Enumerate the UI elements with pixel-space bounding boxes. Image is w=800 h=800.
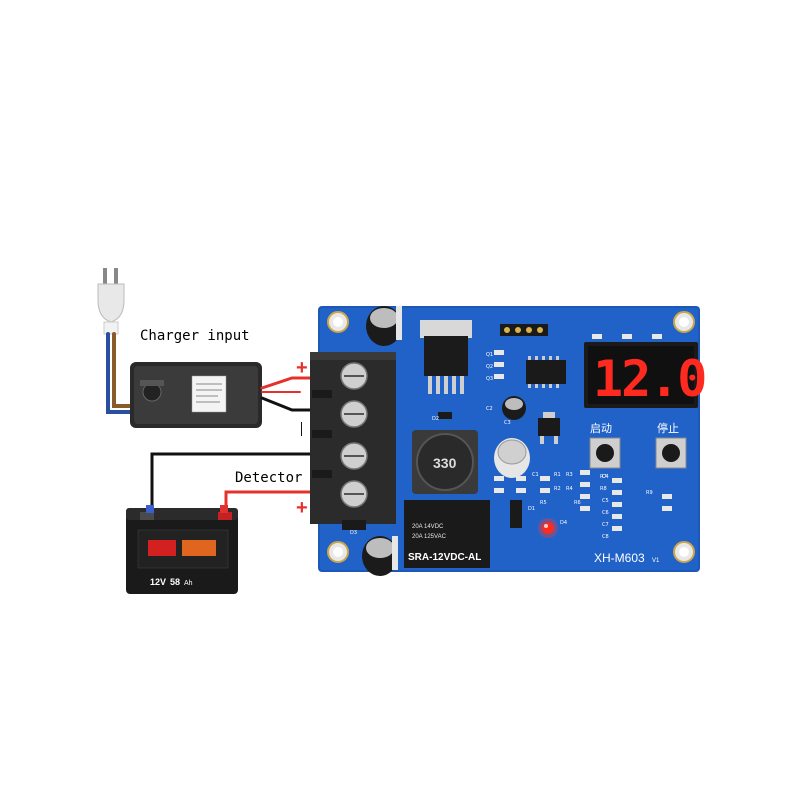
silkscreen-ref: D3 <box>350 530 357 536</box>
silkscreen-ref: R9 <box>646 490 653 496</box>
relay-model: SRA-12VDC-AL <box>408 552 481 563</box>
detector-label: Detector <box>235 470 302 486</box>
silkscreen-ref: R6 <box>574 500 581 506</box>
battery-capacity: 58 <box>170 577 180 587</box>
start-button[interactable] <box>589 437 621 469</box>
charger-input-label: Charger input <box>140 328 250 344</box>
silkscreen-ref: C1 <box>532 472 539 478</box>
stop-button-label: 停止 <box>657 421 679 435</box>
capacitor-medium <box>494 438 530 478</box>
microcontroller-chip <box>526 356 566 388</box>
silkscreen-ref: R1 <box>554 472 561 478</box>
battery: 12V 58 Ah <box>126 452 338 594</box>
header-pins <box>500 324 548 336</box>
plus-sign-top: + <box>296 357 308 379</box>
silkscreen-ref: D2 <box>432 416 439 422</box>
silkscreen-ref: D4 <box>560 520 567 526</box>
battery-voltage: 12V <box>150 577 166 587</box>
silkscreen-ref: Q1 <box>486 352 493 358</box>
silkscreen-ref: C6 <box>602 510 609 516</box>
power-plug <box>97 268 125 335</box>
minus-sign: — <box>295 422 311 436</box>
capacitor-small <box>502 396 526 420</box>
capacitor-top <box>366 306 402 346</box>
board-model: XH-M603 <box>594 551 645 565</box>
battery-unit: Ah <box>184 580 193 587</box>
seven-segment-display: 12.0 <box>584 342 707 408</box>
silkscreen-ref: R7 <box>600 474 607 480</box>
silkscreen-ref: C8 <box>602 534 609 540</box>
charger-unit <box>130 362 262 428</box>
smd-components <box>342 334 672 531</box>
board-version: V1 <box>652 558 660 564</box>
inductor: 330 <box>412 430 478 494</box>
transistor <box>538 412 560 444</box>
status-led <box>538 518 558 538</box>
power-cord <box>106 332 134 414</box>
silkscreen-ref: R4 <box>566 486 573 492</box>
silkscreen-ref: R5 <box>540 500 547 506</box>
silkscreen-ref: C4 <box>602 474 609 480</box>
silkscreen-ref: D1 <box>528 506 535 512</box>
start-button-label: 启动 <box>590 422 612 435</box>
stop-button[interactable] <box>655 437 687 469</box>
silkscreen-ref: C3 <box>504 420 511 426</box>
plus-sign-bottom: + <box>296 497 308 519</box>
inductor-code: 330 <box>433 455 457 471</box>
terminal-screws <box>340 362 368 508</box>
silkscreen-ref: C2 <box>486 406 493 412</box>
silkscreen-ref: Q2 <box>486 364 493 370</box>
display-readout: 12.0 <box>593 350 705 408</box>
relay-rating-line2: 20A 125VAC <box>412 534 447 540</box>
silkscreen-ref: R2 <box>554 486 561 492</box>
silkscreen-ref: R8 <box>600 486 607 492</box>
silkscreen-ref: C5 <box>602 498 609 504</box>
regulator-chip <box>420 320 472 394</box>
silkscreen-ref: Q3 <box>486 376 493 382</box>
silkscreen-ref: R3 <box>566 472 573 478</box>
relay-rating-line1: 20A 14VDC <box>412 524 444 530</box>
relay: 20A 14VDC 20A 125VAC SRA-12VDC-AL <box>404 500 490 568</box>
silkscreen-ref: C7 <box>602 522 609 528</box>
capacitor-bottom <box>362 536 398 576</box>
